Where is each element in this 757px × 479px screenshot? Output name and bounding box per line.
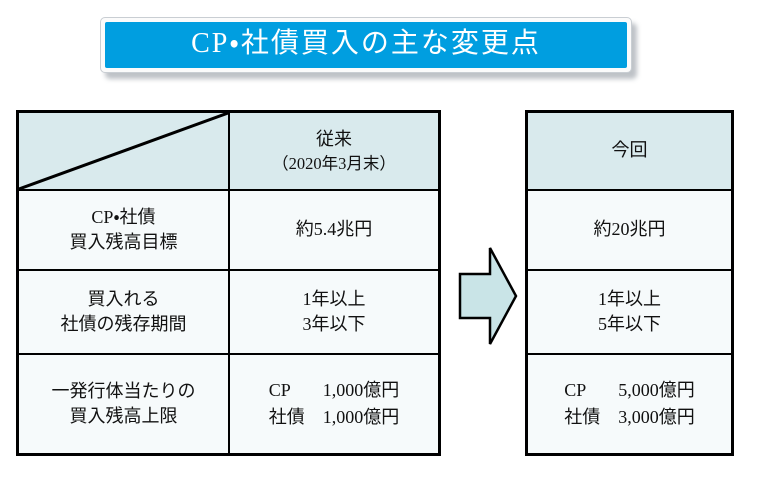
title-banner-fill: CP・社債買入の主な変更点 — [105, 22, 627, 68]
comparison-table-before: 従来 （2020年3月末） CP・社債 買入残高目標 約5.4兆円 買入れる 社… — [16, 110, 441, 456]
page-title: CP・社債買入の主な変更点 — [191, 28, 541, 59]
comparison-table-after: 今回 約20兆円 1年以上 5年以下 CP 5,000億円 社債 3,000億円 — [525, 110, 734, 456]
value-after-per-issuer-cap: CP 5,000億円 社債 3,000億円 — [528, 355, 731, 453]
title-banner: CP・社債買入の主な変更点 — [100, 17, 632, 73]
amount-item: 社債 — [564, 407, 601, 427]
value-line: 約20兆円 — [593, 219, 666, 240]
row-label-remaining-maturity: 買入れる 社債の残存期間 — [19, 271, 228, 353]
header-before-line2: （2020年3月末） — [272, 154, 396, 174]
value-before-remaining-maturity: 1年以上 3年以下 — [230, 271, 438, 353]
amount-value: 1,000億円 — [322, 379, 400, 400]
label-line: 買入残高目標 — [69, 232, 178, 252]
amount-value: 1,000億円 — [322, 407, 400, 427]
change-arrow-icon — [457, 245, 519, 347]
amount-item: CP — [268, 379, 291, 400]
label-line: 社債の残存期間 — [60, 314, 187, 334]
amount-value: 5,000億円 — [618, 379, 695, 400]
label-line: 買入残高上限 — [69, 406, 178, 426]
amount-item: CP — [564, 379, 587, 400]
amount-value: 3,000億円 — [618, 407, 695, 427]
label-line: 買入れる — [87, 288, 160, 309]
diagonal-line-icon — [19, 113, 228, 189]
amount-pair-list: CP 1,000億円 社債 1,000億円 — [269, 378, 400, 430]
header-before: 従来 （2020年3月末） — [230, 113, 438, 189]
value-line: 約5.4兆円 — [295, 219, 373, 240]
value-after-remaining-maturity: 1年以上 5年以下 — [528, 271, 731, 353]
header-after: 今回 — [528, 113, 731, 189]
header-after-line1: 今回 — [611, 140, 648, 161]
value-line: 1年以上 — [302, 288, 366, 309]
row-label-balance-target: CP・社債 買入残高目標 — [19, 191, 228, 269]
row-label-per-issuer-cap: 一発行体当たりの 買入残高上限 — [19, 355, 228, 453]
amount-item: 社債 — [268, 407, 305, 427]
value-line: 3年以下 — [302, 314, 366, 334]
amount-pair-list: CP 5,000億円 社債 3,000億円 — [564, 378, 695, 430]
label-line: 一発行体当たりの — [51, 380, 196, 401]
label-line: CP・社債 — [91, 206, 156, 227]
header-before-line1: 従来 — [316, 128, 352, 149]
value-line: 1年以上 — [598, 288, 661, 309]
diagonal-corner-cell — [19, 113, 228, 189]
value-after-balance-target: 約20兆円 — [528, 191, 731, 269]
value-before-per-issuer-cap: CP 1,000億円 社債 1,000億円 — [230, 355, 438, 453]
value-line: 5年以下 — [598, 314, 661, 334]
value-before-balance-target: 約5.4兆円 — [230, 191, 438, 269]
